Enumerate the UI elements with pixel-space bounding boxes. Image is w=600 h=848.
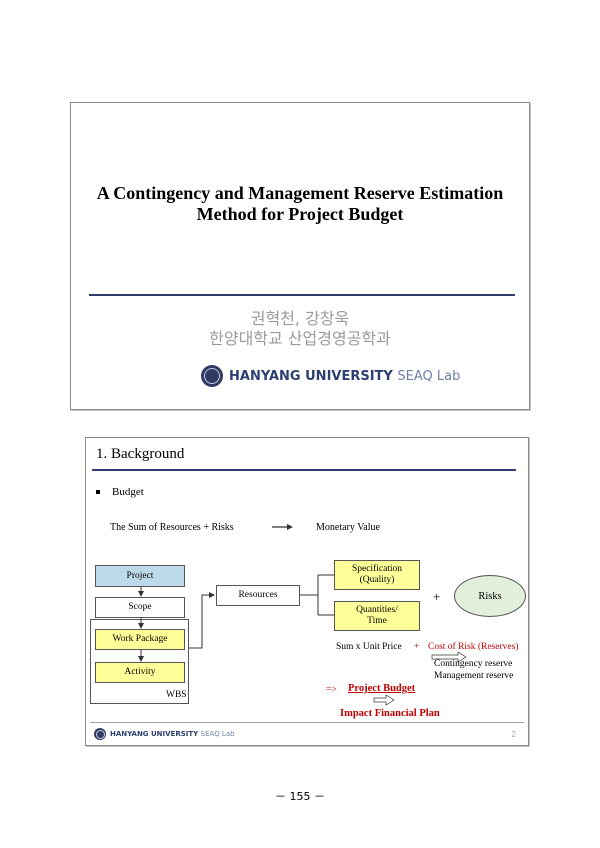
title-line-1: A Contingency and Management Reserve Est…: [96, 183, 504, 203]
logo-lab: SEAQ Lab: [397, 368, 461, 384]
slide-title: A Contingency and Management Reserve Est…: [71, 183, 529, 225]
bullet-label: Budget: [112, 486, 144, 498]
plus-sign-2: +: [414, 642, 420, 652]
footer-divider: [90, 722, 524, 723]
section-divider: [92, 469, 516, 471]
sum-unit-price: Sum x Unit Price: [336, 642, 402, 652]
implies-arrow: =>: [326, 685, 337, 695]
department: 한양대학교 산업경영공학과: [209, 329, 391, 348]
scope-box: Scope: [95, 597, 185, 618]
specification-box: Specification (Quality): [334, 560, 420, 590]
page-footer: － 155 －: [275, 790, 325, 803]
risks-ellipse: Risks: [454, 575, 526, 617]
plus-sign: +: [433, 589, 441, 604]
wbs-group: [90, 619, 189, 704]
title-slide: A Contingency and Management Reserve Est…: [70, 102, 530, 410]
equation-right: Monetary Value: [316, 522, 380, 533]
specification-label: Specification: [351, 564, 403, 574]
bullet-item: Budget: [96, 486, 144, 498]
management-reserve: Management reserve: [434, 671, 514, 681]
quality-label: (Quality): [359, 575, 395, 585]
bullet-square-icon: [96, 490, 100, 495]
title-divider: [89, 294, 515, 296]
footer-logo: HANYANG UNIVERSITY SEAQ Lab: [94, 728, 235, 740]
university-seal-icon: [201, 365, 223, 387]
quantities-box: Quantities/ Time: [334, 601, 420, 631]
background-slide: 1. Background Budget The Sum of Resource…: [85, 437, 529, 746]
activity-box: Activity: [95, 662, 185, 683]
section-title: 1. Background: [96, 446, 185, 462]
wbs-label: WBS: [166, 690, 187, 700]
project-box: Project: [95, 565, 185, 587]
work-package-box: Work Package: [95, 629, 185, 650]
cost-of-risk: Cost of Risk (Reserves): [428, 642, 519, 652]
logo-text: HANYANG UNIVERSITY: [229, 368, 393, 384]
impact-financial-plan: Impact Financial Plan: [340, 708, 440, 719]
authors: 권혁천, 강창욱: [250, 309, 350, 328]
university-logo: HANYANG UNIVERSITY SEAQ Lab: [201, 365, 460, 387]
footer-logo-lab: SEAQ Lab: [200, 730, 235, 738]
quantities-label: Quantities/: [356, 605, 398, 615]
slide-page-number: 2: [511, 730, 516, 739]
resources-box: Resources: [216, 585, 300, 606]
equation-left: The Sum of Resources + Risks: [110, 522, 234, 533]
footer-logo-text: HANYANG UNIVERSITY: [110, 730, 199, 738]
time-label: Time: [367, 616, 387, 626]
title-line-2: Method for Project Budget: [196, 204, 404, 224]
contingency-reserve: Contingency reserve: [434, 659, 513, 669]
diagram-connectors: [138, 524, 467, 706]
project-budget: Project Budget: [348, 683, 416, 694]
footer-seal-icon: [94, 728, 106, 740]
